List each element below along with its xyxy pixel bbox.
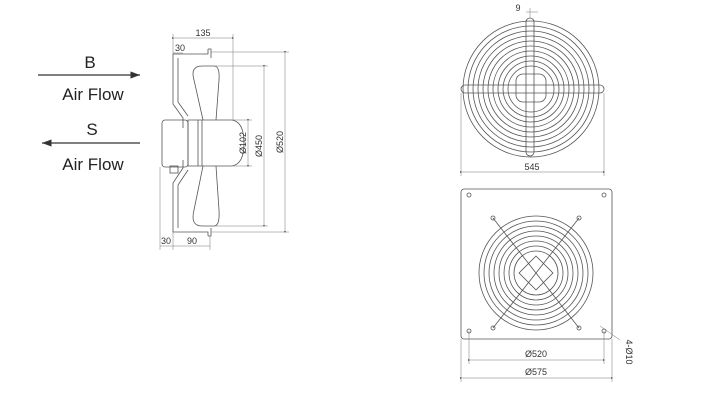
guard-ring [507,65,555,113]
mounting-hole [576,215,582,221]
dim-30-top: 30 [175,43,185,53]
side-view: 135 30 30 90 Ø102 Ø450 Ø520 [159,28,289,250]
guard-ring [477,35,585,143]
guard-ring [467,25,595,153]
guard-ring [502,60,560,118]
suck-airflow-text: Air Flow [62,155,124,174]
mounting-hole [576,325,582,331]
dim-blade-diameter: Ø450 [254,135,264,157]
dim-plate-width: Ø575 [525,367,547,377]
suck-label: S [86,120,97,139]
mounting-hole [466,328,472,334]
dim-holes: 4-Ø10 [624,339,634,364]
blow-label: B [84,53,95,72]
dim-guard-diameter: Ø520 [275,131,285,153]
dim-hub-diameter: Ø102 [238,132,248,154]
guard-ring [488,225,584,321]
mounting-hole [490,215,496,221]
mounting-hole [601,192,607,198]
guard-ring [493,230,579,316]
front-guard-view: 9 545 [460,3,605,176]
guard-ring [483,220,589,326]
mounting-hole [490,325,496,331]
guard-ring [513,250,559,296]
guard-ring [462,20,600,158]
dim-30-bottom: 30 [161,236,171,246]
blow-airflow-text: Air Flow [62,85,124,104]
plate-mount-view: Ø520 Ø575 4-Ø10 [460,188,634,382]
mounting-hole [601,328,607,334]
guard-ring [498,235,574,311]
dim-545: 545 [524,162,539,172]
mounting-hole [466,192,472,198]
airflow-legend: B Air Flow S Air Flow [38,53,140,174]
dim-9: 9 [515,3,520,13]
guard-ring [482,40,580,138]
guard-ring [492,50,570,128]
guard-ring [497,55,565,123]
dim-hole-spacing: Ø520 [525,349,547,359]
guard-ring [503,240,569,306]
guard-ring [478,215,594,331]
guard-ring [472,30,590,148]
dim-135: 135 [195,28,210,38]
guard-ring [508,245,564,301]
guard-ring [487,45,575,133]
dim-90: 90 [187,236,197,246]
